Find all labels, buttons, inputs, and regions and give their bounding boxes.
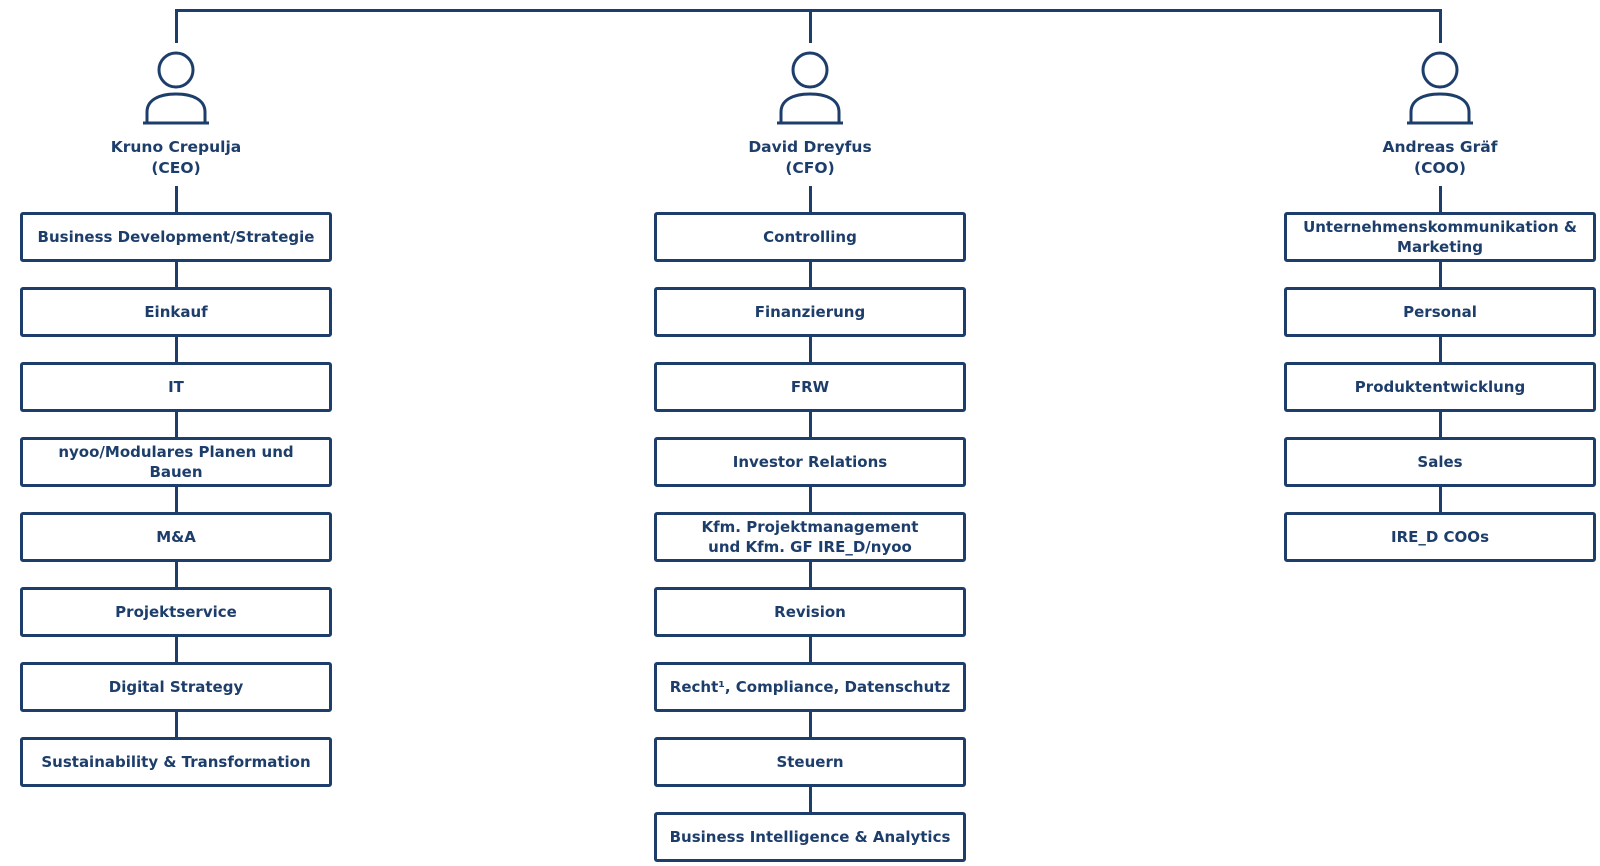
coo-unit-connector (1439, 487, 1442, 512)
org-unit-box: Digital Strategy (20, 662, 332, 712)
executive-name-coo: Andreas Gräf (1382, 138, 1498, 156)
executive-role-coo: (COO) (1414, 159, 1466, 177)
cfo-unit-connector (809, 787, 812, 812)
top-connector-line (175, 9, 1442, 12)
cfo-unit-connector (809, 562, 812, 587)
coo-drop-line (1439, 9, 1442, 43)
coo-unit-connector (1439, 412, 1442, 437)
ceo-name-connector (175, 186, 178, 212)
org-unit-box: Projektservice (20, 587, 332, 637)
cfo-unit-connector (809, 712, 812, 737)
org-unit-box: FRW (654, 362, 966, 412)
org-unit-box: nyoo/Modulares Planen und Bauen (20, 437, 332, 487)
org-unit-box: Kfm. Projektmanagement und Kfm. GF IRE_D… (654, 512, 966, 562)
ceo-unit-connector (175, 562, 178, 587)
ceo-unit-connector (175, 637, 178, 662)
cfo-unit-connector (809, 637, 812, 662)
coo-unit-connector (1439, 337, 1442, 362)
cfo-unit-connector (809, 337, 812, 362)
coo-unit-connector (1439, 262, 1442, 287)
executive-name-ceo: Kruno Crepulja (110, 138, 242, 156)
person-icon (775, 46, 845, 126)
ceo-unit-connector (175, 487, 178, 512)
ceo-unit-connector (175, 712, 178, 737)
org-unit-box: Steuern (654, 737, 966, 787)
ceo-unit-connector (175, 337, 178, 362)
ceo-unit-connector (175, 412, 178, 437)
cfo-unit-connector (809, 412, 812, 437)
person-icon (141, 46, 211, 126)
org-unit-box: Business Development/Strategie (20, 212, 332, 262)
org-unit-box: Sales (1284, 437, 1596, 487)
org-unit-box: Business Intelligence & Analytics (654, 812, 966, 862)
ceo-unit-connector (175, 262, 178, 287)
cfo-drop-line (809, 9, 812, 43)
org-unit-box: Sustainability & Transformation (20, 737, 332, 787)
ceo-drop-line (175, 9, 178, 43)
executive-name-cfo: David Dreyfus (748, 138, 872, 156)
coo-name-connector (1439, 186, 1442, 212)
org-unit-box: M&A (20, 512, 332, 562)
org-unit-box: Revision (654, 587, 966, 637)
org-unit-box: Unternehmenskommunikation & Marketing (1284, 212, 1596, 262)
cfo-unit-connector (809, 487, 812, 512)
person-icon (1405, 46, 1475, 126)
executive-role-cfo: (CFO) (785, 159, 835, 177)
executive-role-ceo: (CEO) (151, 159, 201, 177)
org-unit-box: Finanzierung (654, 287, 966, 337)
org-unit-box: Personal (1284, 287, 1596, 337)
org-unit-box: Controlling (654, 212, 966, 262)
cfo-unit-connector (809, 262, 812, 287)
cfo-name-connector (809, 186, 812, 212)
org-unit-box: IT (20, 362, 332, 412)
org-unit-box: IRE_D COOs (1284, 512, 1596, 562)
org-unit-box: Einkauf (20, 287, 332, 337)
org-unit-box: Recht¹, Compliance, Datenschutz (654, 662, 966, 712)
org-unit-box: Investor Relations (654, 437, 966, 487)
org-unit-box: Produktentwicklung (1284, 362, 1596, 412)
